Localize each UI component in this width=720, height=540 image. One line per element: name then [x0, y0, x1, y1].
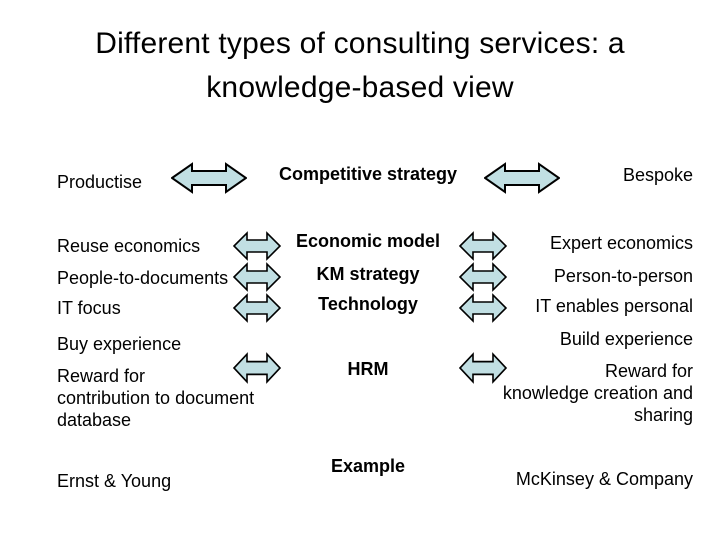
double-arrow-icon — [459, 231, 507, 261]
row-right-label: IT enables personal — [535, 296, 693, 316]
double-arrow-icon — [459, 262, 507, 292]
row-center-label: Economic model — [295, 231, 441, 251]
row-center-label: HRM — [347, 359, 389, 379]
row-left-label: Reward for contribution to document data… — [57, 366, 255, 430]
double-arrow-icon — [459, 293, 507, 323]
footer-left-label: Ernst & Young — [57, 471, 172, 491]
header-right-label: Bespoke — [622, 165, 693, 185]
double-arrow-icon — [233, 231, 281, 261]
double-arrow-icon — [484, 162, 560, 194]
row-center-label: KM strategy — [316, 264, 420, 284]
footer-right-label: McKinsey & Company — [515, 469, 693, 489]
row-right-label: Person-to-person — [553, 266, 693, 286]
double-arrow-icon — [171, 162, 247, 194]
row-left-label: Reuse economics — [57, 236, 201, 256]
slide-title: Different types of consulting services: … — [95, 27, 625, 104]
row-left-label: Buy experience — [57, 334, 182, 354]
row-right-label: Build experience — [559, 329, 693, 349]
row-left-label: IT focus — [57, 298, 121, 318]
row-left-label: People-to-documents — [57, 268, 229, 288]
footer-center-label: Example — [330, 456, 406, 476]
row-right-label: Reward for knowledge creation and sharin… — [502, 361, 693, 425]
double-arrow-icon — [459, 352, 507, 384]
header-center-label: Competitive strategy — [278, 164, 458, 184]
row-center-label: Technology — [318, 294, 418, 314]
double-arrow-icon — [233, 293, 281, 323]
double-arrow-icon — [233, 262, 281, 292]
double-arrow-icon — [233, 352, 281, 384]
header-left-label: Productise — [57, 172, 143, 192]
row-right-label: Expert economics — [549, 233, 693, 253]
